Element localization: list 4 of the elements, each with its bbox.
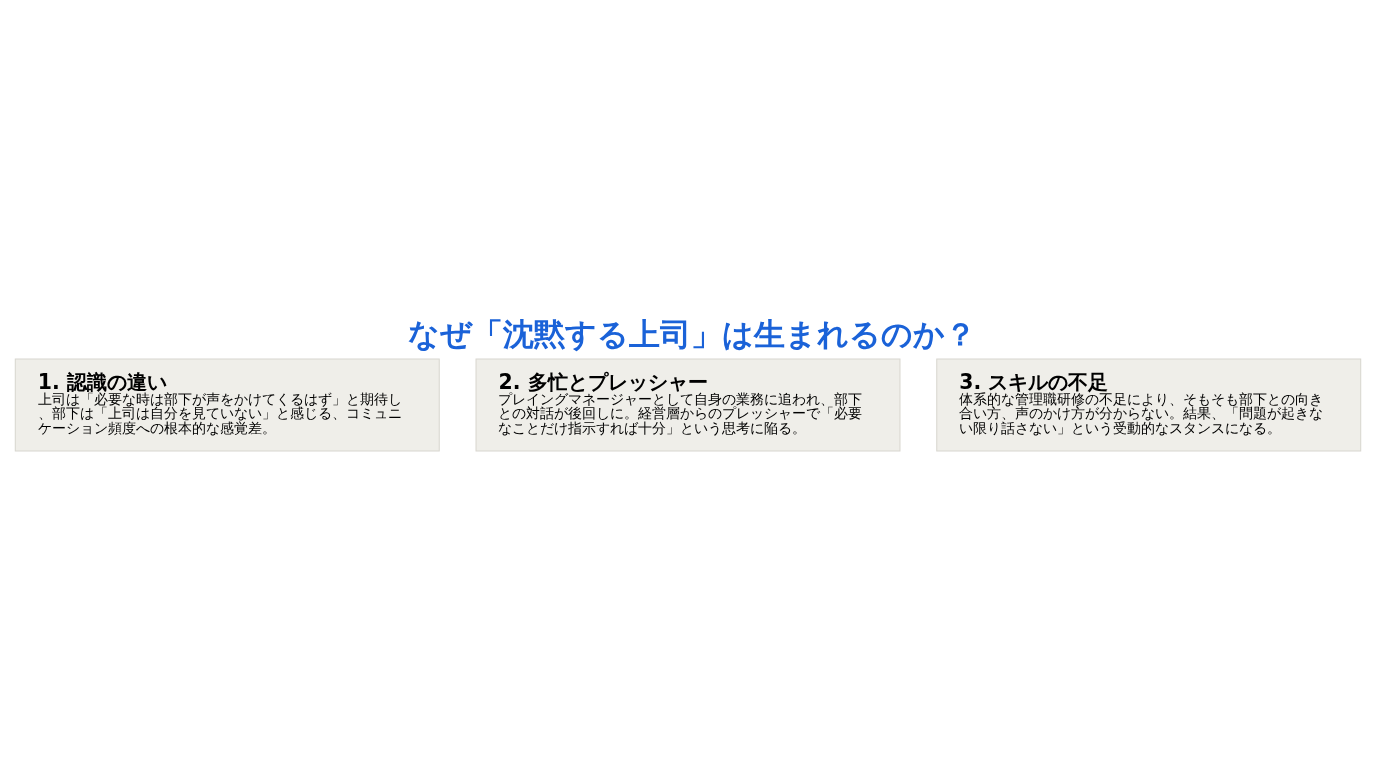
node-box: 2. 多忙とプレッシャー プレイングマネージャーとして自身の業務に追われ、部下との対話が後回しに。経営層からのプレッシャーで「必要なことだけ指示すれば十分」という思考に陥る。 xyxy=(475,358,901,452)
node-box: 1. 認識の違い 上司は「必要な時は部下が声をかけてくるはず」と期待し、部下は「上司は自分を見ていない」と感じる、コミュニケーション頻度への根本的な感覚差。 xyxy=(14,358,440,452)
node-box: 3. スキルの不足 体系的な管理職研修の不足により、そもそも部下との向き合い方、声のかけ方が分からない。結果、「問題が起きない限り話さない」という受動的なスタンスになる。 xyxy=(936,358,1362,452)
diagram-title: なぜ「沈黙する上司」は生まれるのか？ xyxy=(408,316,977,352)
